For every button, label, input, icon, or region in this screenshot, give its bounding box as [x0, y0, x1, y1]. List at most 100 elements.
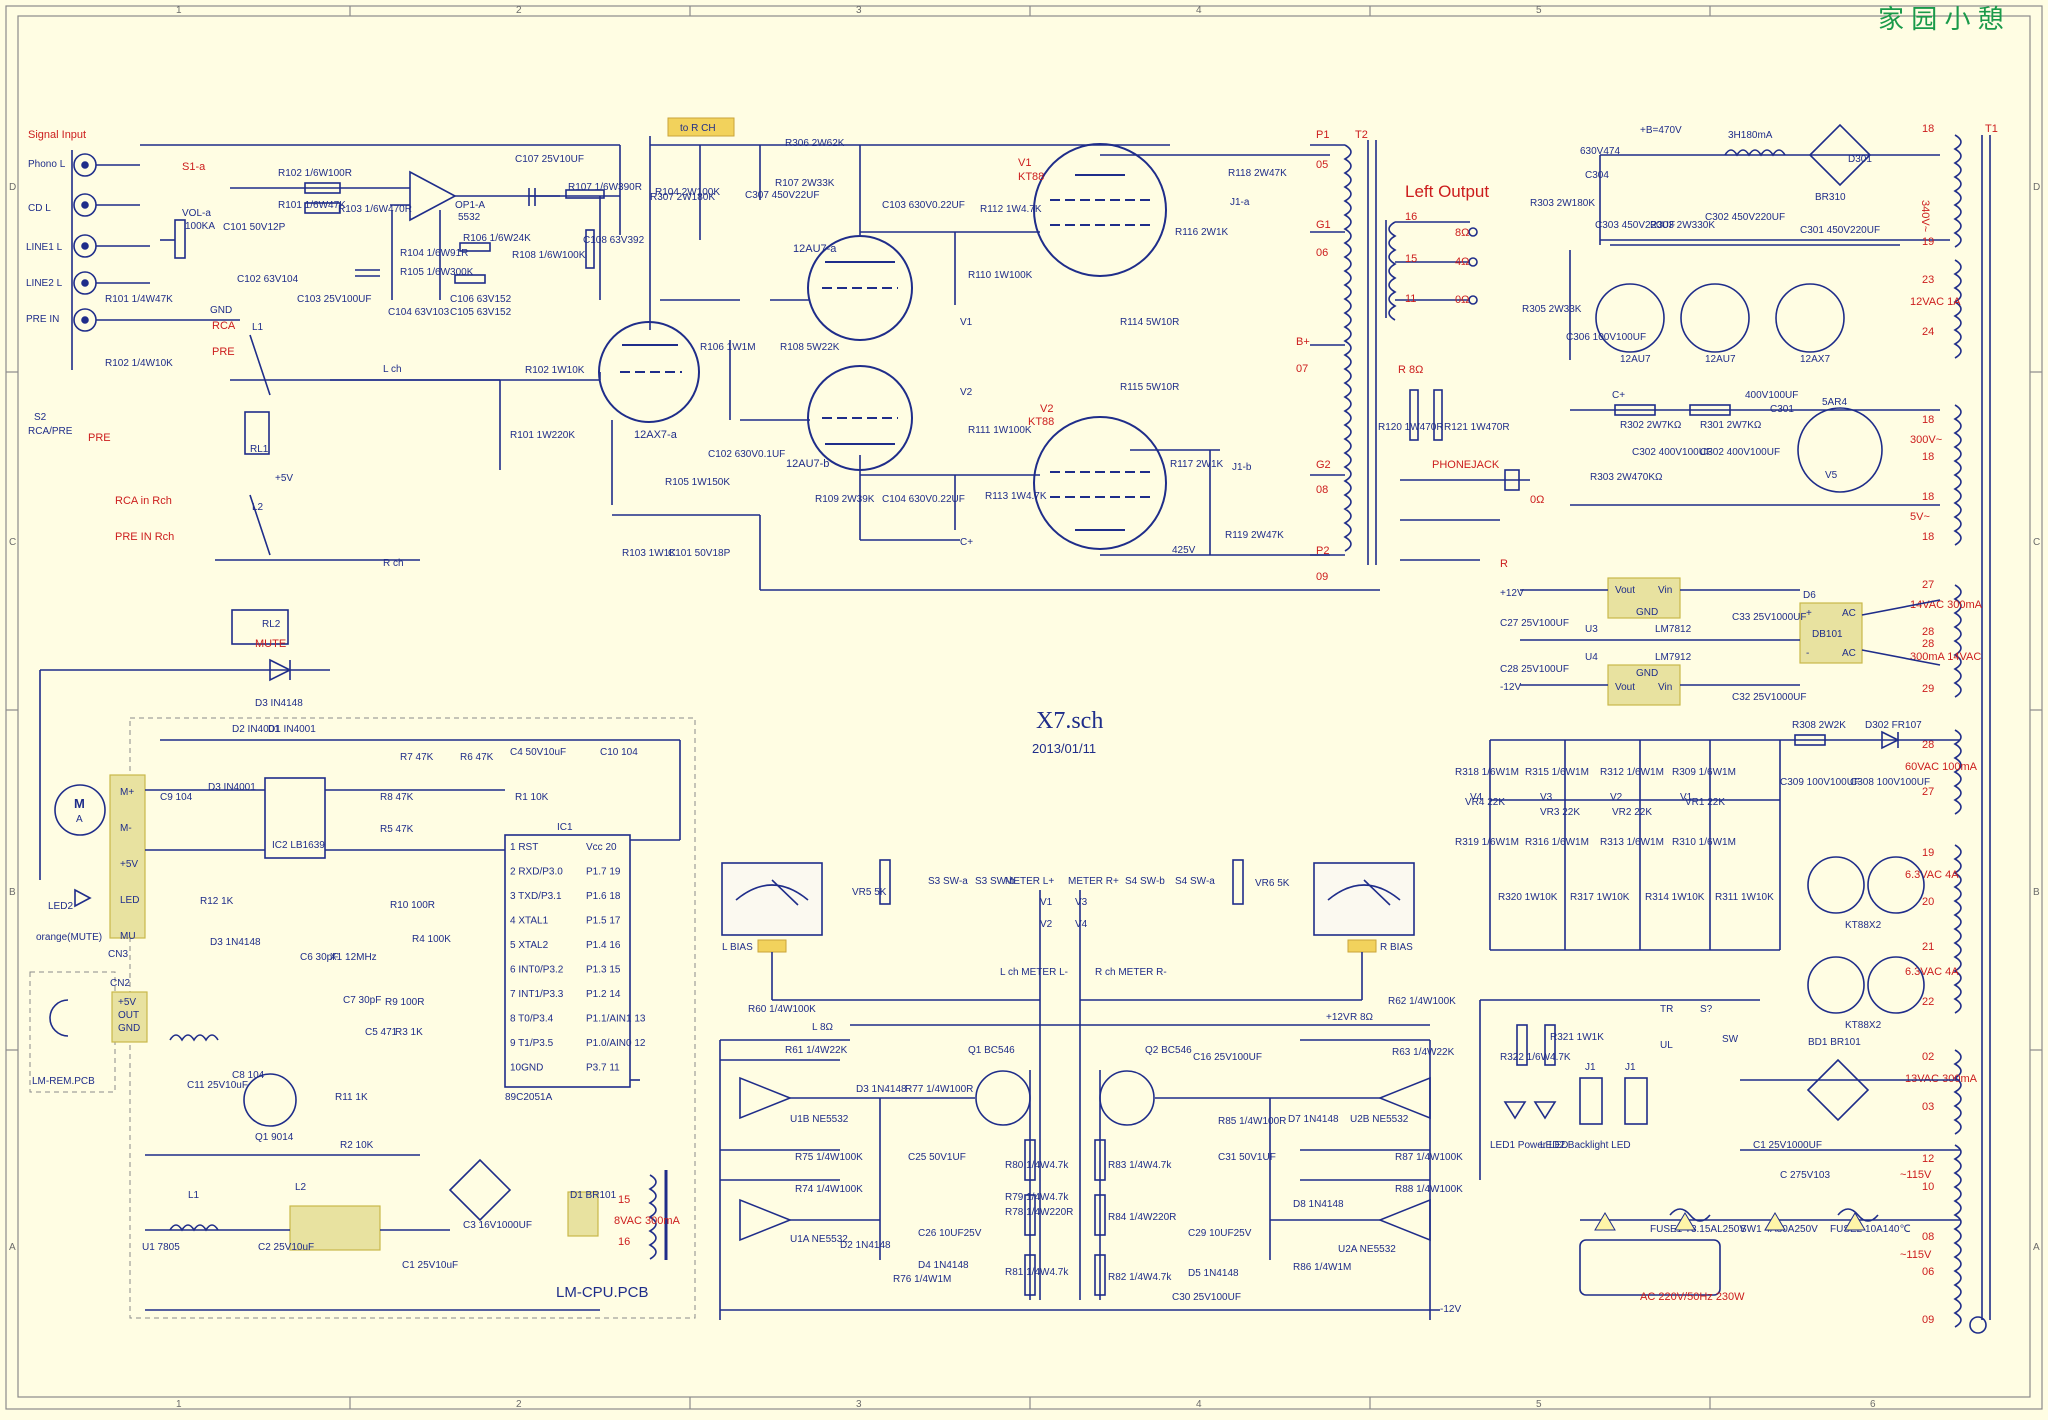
- ic1-left-pin: 4 XTAL1: [510, 916, 549, 927]
- component-label: C102 63V104: [237, 274, 299, 285]
- meter-amp-label: R85 1/4W100R: [1218, 1116, 1286, 1127]
- u3-rail: +12V: [1500, 588, 1524, 599]
- r-bias-meter: [1313, 862, 1415, 936]
- hv-component-label: C302 400V100UF: [1700, 447, 1780, 458]
- indicator-label: S?: [1700, 1004, 1713, 1015]
- bias-component-label: R310 1/6W1M: [1672, 837, 1736, 848]
- t2-pin: G1: [1316, 219, 1331, 231]
- cn3-ref: CN3: [108, 949, 128, 960]
- ic2-lb1639: [264, 777, 326, 859]
- bias-component-label: C308 100V100UF: [1850, 777, 1930, 788]
- component-label: R101 1W220K: [510, 430, 575, 441]
- meter-amp-label: L 8Ω: [812, 1022, 834, 1033]
- hv-component-label: C302 400V100UF: [1632, 447, 1712, 458]
- cpu-component-label: L1: [188, 1190, 200, 1201]
- component-label: R121 1W470R: [1444, 422, 1510, 433]
- transistor-q2: [1099, 1070, 1155, 1126]
- meter-amp-label: C30 25V100UF: [1172, 1292, 1241, 1303]
- warning-icon: [1844, 1212, 1866, 1231]
- led2-label: LED2: [48, 901, 73, 912]
- hv-component-label: R303 2W180K: [1530, 198, 1595, 209]
- t2-pin: G2: [1316, 459, 1331, 471]
- row-label: D: [9, 182, 16, 193]
- bias-component-label: R312 1/6W1M: [1600, 767, 1664, 778]
- ic1-part: 89C2051A: [505, 1092, 553, 1103]
- regulator-u3: [1607, 577, 1681, 619]
- hv-component-label: BR310: [1815, 192, 1846, 203]
- u4-rail: -12V: [1500, 682, 1521, 693]
- component-label: C105 63V152: [450, 307, 512, 318]
- bias-component-label: VR1 22K: [1685, 797, 1725, 808]
- opamp-u1a: [739, 1198, 793, 1242]
- hv-component-label: R301 2W7KΩ: [1700, 420, 1762, 431]
- t2-node-label: J1-a: [1230, 197, 1250, 208]
- meter-amp-label: R74 1/4W100K: [795, 1184, 863, 1195]
- meter-label: S3 SW-a: [928, 876, 968, 887]
- cn3-pin: M-: [120, 823, 132, 834]
- meter-amp-label: R88 1/4W100K: [1395, 1184, 1463, 1195]
- ic1-left-pin: 3 TXD/P3.1: [510, 891, 562, 902]
- t1-coil: [1953, 844, 1962, 1014]
- cpu-component-label: C7 30pF: [343, 995, 381, 1006]
- led2-icon: [74, 888, 92, 908]
- meter-amp-label: U1B NE5532: [790, 1114, 849, 1125]
- tube-v6b: [807, 365, 913, 471]
- meter-amp-label: D7 1N4148: [1288, 1114, 1339, 1125]
- tube-type: 12AU7-a: [793, 243, 837, 255]
- component-label: C104 630V0.22UF: [882, 494, 965, 505]
- component-label: R102 1/4W10K: [105, 358, 173, 369]
- meter-label: S3 SW-b: [975, 876, 1015, 887]
- meter-amp-label: +12V: [1326, 1012, 1350, 1023]
- ic1-left-pin: 9 T1/P3.5: [510, 1038, 554, 1049]
- input-jacks: Phono L CD L LINE1 L LINE2 L PRE IN S1-a…: [26, 144, 621, 880]
- ic1-left-pin: 2 RXD/P3.0: [510, 867, 563, 878]
- cn3-pin: LED: [120, 895, 139, 906]
- bias-component-label: R317 1W10K: [1570, 892, 1630, 903]
- t1-pin: 28: [1922, 638, 1934, 650]
- t1-voltage: 6.3VAC 4A: [1905, 966, 1959, 978]
- row-label: B: [2033, 887, 2040, 898]
- meter-amp-label: D2 1N4148: [840, 1240, 891, 1251]
- cpu-component-label: R5 47K: [380, 824, 414, 835]
- tube-v1-kt88: [1033, 143, 1167, 277]
- t1-pin: 19: [1922, 847, 1934, 859]
- t1-voltage: 300V~: [1910, 434, 1942, 446]
- hv-component-label: C306 100V100UF: [1566, 332, 1646, 343]
- component-label: R101 1/6W47K: [278, 200, 346, 211]
- cn2-pin: GND: [118, 1023, 140, 1034]
- t1-voltage: 12VAC 1A: [1910, 296, 1961, 308]
- meter-label: R ch METER R-: [1095, 967, 1167, 978]
- meter-label: V1: [1040, 897, 1053, 908]
- indicator-label: J1: [1625, 1062, 1636, 1073]
- hv-component-label: 3H180mA: [1728, 130, 1773, 141]
- u3-vin: Vin: [1658, 585, 1672, 596]
- sheet-border: [5, 5, 2043, 1410]
- cpu-component-label: D1 BR101: [570, 1190, 617, 1201]
- hv-component-label: C+: [1612, 390, 1625, 401]
- meter-amp-label: U2A NE5532: [1338, 1244, 1396, 1255]
- cpu-component-label: U1 7805: [142, 1242, 180, 1253]
- u3-vout: Vout: [1615, 585, 1635, 596]
- u4-cap: C28 25V100UF: [1500, 664, 1569, 675]
- to-rch-label: to R CH: [680, 123, 716, 134]
- cpu-component-label: R7 47K: [400, 752, 434, 763]
- cpu-component-label: L2: [295, 1182, 307, 1193]
- left-output-heading: Left Output: [1405, 182, 1489, 201]
- cpu-component-label: X1 12MHz: [330, 952, 377, 963]
- component-label: R112 1W4.7K: [980, 204, 1042, 215]
- component-label: R110 1W100K: [968, 270, 1033, 281]
- ic1-left-pin: 10GND: [510, 1063, 543, 1074]
- hv-component-label: 630V474: [1580, 146, 1620, 157]
- indicator-label: SW: [1722, 1034, 1739, 1045]
- col-label: 2: [516, 5, 522, 16]
- component-label: C104 63V103: [388, 307, 450, 318]
- t1-pin: 29: [1922, 683, 1934, 695]
- opamp-u2a: [1377, 1198, 1431, 1242]
- ic1-right-pin: P1.2 14: [586, 989, 621, 1000]
